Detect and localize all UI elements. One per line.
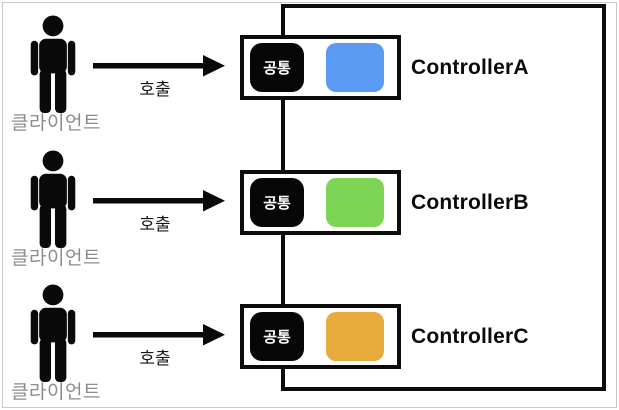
arrow-right-icon — [93, 52, 225, 79]
person-icon — [24, 15, 82, 114]
call-label: 호출 — [139, 80, 171, 99]
person-icon — [24, 284, 82, 383]
flow-row-c: 클라이언트 호출 공통 ControllerC — [0, 269, 619, 404]
flow-row-b: 클라이언트 호출 공통 ControllerB — [0, 135, 619, 270]
controller-color-chip — [326, 312, 384, 361]
controller-label: ControllerB — [411, 190, 529, 214]
common-badge: 공통 — [250, 43, 304, 92]
client-label: 클라이언트 — [11, 382, 101, 403]
controller-box: 공통 — [240, 170, 401, 235]
controller-color-chip — [326, 43, 384, 92]
call-label: 호출 — [139, 349, 171, 368]
client-label: 클라이언트 — [11, 113, 101, 134]
arrow-right-icon — [93, 187, 225, 214]
flow-row-a: 클라이언트 호출 공통 ControllerA — [0, 0, 619, 135]
call-label: 호출 — [139, 215, 171, 234]
controller-label: ControllerA — [411, 55, 529, 79]
controller-color-chip — [326, 178, 384, 227]
controller-label: ControllerC — [411, 324, 529, 348]
arrow-right-icon — [93, 321, 225, 348]
client-label: 클라이언트 — [11, 248, 101, 269]
person-icon — [24, 150, 82, 249]
common-badge: 공통 — [250, 312, 304, 361]
controller-box: 공통 — [240, 304, 401, 369]
common-badge: 공통 — [250, 178, 304, 227]
controller-box: 공통 — [240, 35, 401, 100]
